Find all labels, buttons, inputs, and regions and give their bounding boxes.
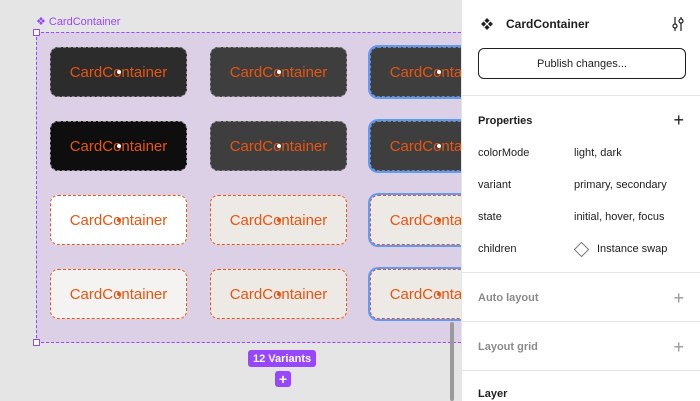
- property-value: light, dark: [574, 147, 622, 159]
- add-layout-grid-button[interactable]: +: [673, 337, 684, 357]
- property-name: variant: [478, 179, 512, 191]
- property-name: children: [478, 243, 517, 255]
- property-value: primary, secondary: [574, 179, 667, 191]
- instance-swap-icon: [573, 241, 590, 257]
- canvas[interactable]: ❖ CardContainer CardContainer CardContai…: [0, 0, 461, 401]
- resize-handle-top-left[interactable]: [33, 29, 40, 36]
- resize-handle-bottom-left[interactable]: [33, 339, 40, 346]
- card-anchor-dot: [116, 70, 121, 74]
- variant-card[interactable]: CardContainer: [370, 195, 461, 245]
- auto-layout-title: Auto layout: [478, 292, 539, 304]
- layout-grid-title: Layout grid: [478, 341, 538, 353]
- canvas-scrollbar[interactable]: [450, 322, 454, 401]
- card-anchor-dot: [276, 144, 281, 148]
- layout-grid-section: Layout grid +: [462, 322, 700, 371]
- variant-card[interactable]: CardContainer: [50, 47, 187, 97]
- frame-label[interactable]: ❖ CardContainer: [36, 16, 120, 28]
- card-anchor-dot: [276, 218, 281, 222]
- panel-header: CardContainer Publish changes...: [462, 0, 700, 96]
- card-anchor-dot: [116, 218, 121, 222]
- component-set-frame[interactable]: CardContainer CardContainer CardContaine…: [36, 32, 461, 343]
- property-row-state[interactable]: state initial, hover, focus: [478, 211, 690, 227]
- variant-card[interactable]: CardContainer: [50, 121, 187, 171]
- property-value-instance-swap: Instance swap: [573, 241, 668, 257]
- card-anchor-dot: [436, 218, 441, 222]
- property-value-text: Instance swap: [597, 243, 668, 255]
- variant-card[interactable]: CardContainer: [50, 195, 187, 245]
- add-variant-button[interactable]: +: [275, 371, 291, 387]
- card-anchor-dot: [436, 70, 441, 74]
- property-name: colorMode: [478, 147, 530, 159]
- layer-section: Layer: [462, 371, 700, 401]
- property-row-variant[interactable]: variant primary, secondary: [478, 179, 690, 195]
- card-anchor-dot: [276, 70, 281, 74]
- card-anchor-dot: [116, 144, 121, 148]
- variants-count-badge: 12 Variants: [248, 350, 317, 367]
- property-row-children[interactable]: children Instance swap: [478, 241, 690, 259]
- variant-card[interactable]: CardContainer: [370, 269, 461, 319]
- property-value: initial, hover, focus: [574, 211, 665, 223]
- card-anchor-dot: [436, 292, 441, 296]
- variant-card[interactable]: CardContainer: [50, 269, 187, 319]
- variant-card[interactable]: CardContainer: [210, 121, 347, 171]
- tune-icon[interactable]: [670, 16, 686, 32]
- plus-icon: +: [278, 371, 288, 387]
- properties-title: Properties: [478, 115, 533, 127]
- card-anchor-dot: [276, 292, 281, 296]
- publish-changes-button[interactable]: Publish changes...: [478, 48, 686, 79]
- add-property-button[interactable]: +: [673, 110, 684, 130]
- component-set-icon: ❖: [36, 15, 46, 28]
- card-label: CardContainer: [389, 211, 461, 229]
- component-icon: [480, 17, 494, 31]
- card-label: CardContainer: [389, 63, 461, 81]
- property-row-colormode[interactable]: colorMode light, dark: [478, 147, 690, 163]
- component-title: CardContainer: [506, 17, 590, 31]
- variant-card[interactable]: CardContainer: [210, 269, 347, 319]
- variant-card[interactable]: CardContainer: [370, 121, 461, 171]
- layer-title: Layer: [478, 388, 508, 400]
- properties-section: Properties + colorMode light, dark varia…: [462, 96, 700, 273]
- variant-card[interactable]: CardContainer: [210, 47, 347, 97]
- card-anchor-dot: [436, 144, 441, 148]
- card-label: CardContainer: [389, 137, 461, 155]
- add-auto-layout-button[interactable]: +: [673, 288, 684, 308]
- variant-card[interactable]: CardContainer: [210, 195, 347, 245]
- property-name: state: [478, 211, 502, 223]
- variant-card[interactable]: CardContainer: [370, 47, 461, 97]
- frame-label-text: CardContainer: [48, 16, 121, 28]
- auto-layout-section: Auto layout +: [462, 273, 700, 322]
- properties-panel: CardContainer Publish changes... Propert…: [461, 0, 700, 401]
- card-anchor-dot: [116, 292, 121, 296]
- component-row: CardContainer: [480, 16, 686, 32]
- card-label: CardContainer: [389, 285, 461, 303]
